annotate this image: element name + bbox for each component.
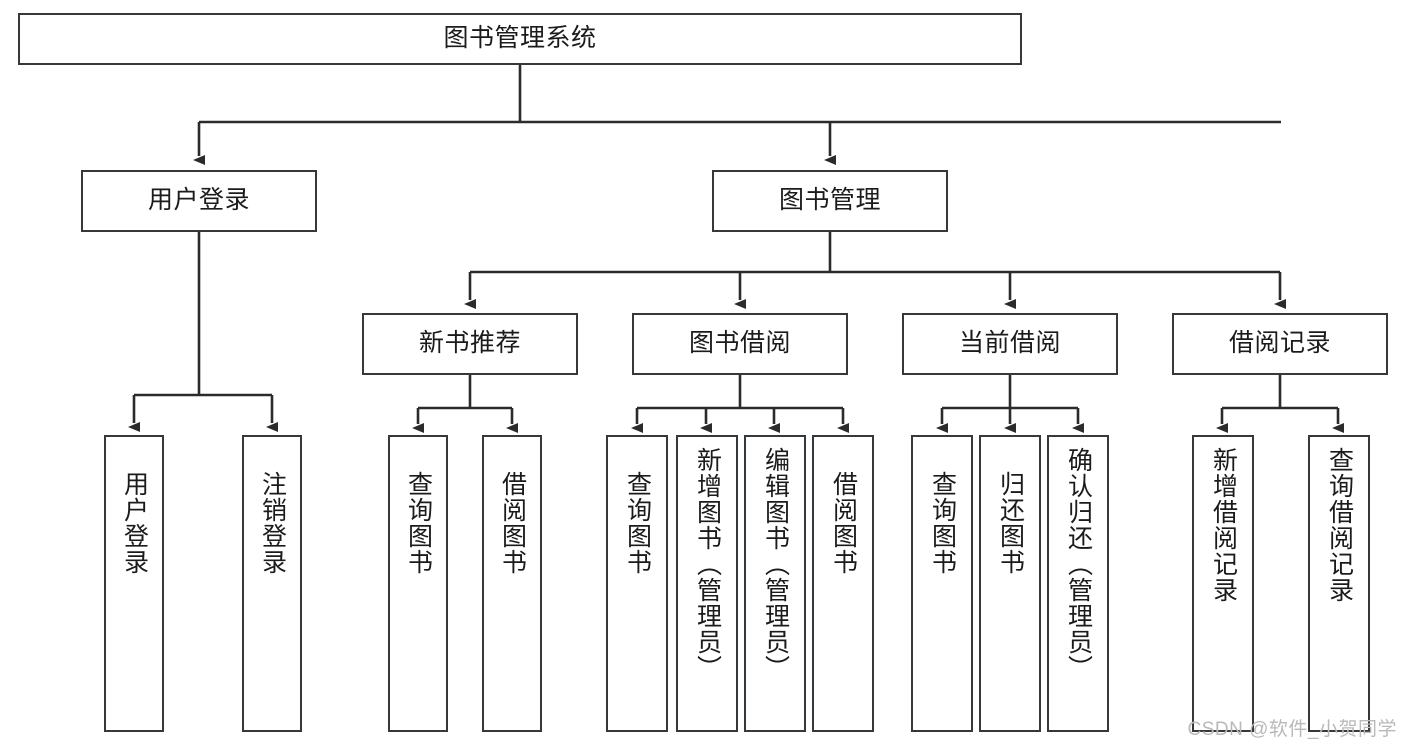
leaf-query-books-2-label: 查询图书: [623, 471, 652, 575]
leaf-query-borrow-record-label: 查询借阅记录: [1325, 447, 1354, 603]
leaf-confirm-return-admin[interactable]: 确认归还（管理员）: [1047, 435, 1109, 732]
leaf-edit-book-admin[interactable]: 编辑图书（管理员）: [744, 435, 806, 732]
leaf-logout-login[interactable]: 注销登录: [242, 435, 302, 732]
node-new-book-recommend-label: 新书推荐: [418, 329, 521, 358]
leaf-add-book-admin[interactable]: 新增图书（管理员）: [676, 435, 738, 732]
node-borrow-record[interactable]: 借阅记录: [1172, 313, 1388, 375]
node-book-borrow-label: 图书借阅: [688, 329, 791, 358]
leaf-add-borrow-record[interactable]: 新增借阅记录: [1192, 435, 1254, 732]
node-book-borrow[interactable]: 图书借阅: [632, 313, 848, 375]
leaf-borrow-books-1-label: 借阅图书: [498, 471, 527, 575]
node-borrow-record-label: 借阅记录: [1228, 329, 1331, 358]
leaf-query-books-1[interactable]: 查询图书: [388, 435, 448, 732]
leaf-confirm-return-admin-label: 确认归还（管理员）: [1064, 447, 1093, 681]
leaf-borrow-books-1[interactable]: 借阅图书: [482, 435, 542, 732]
leaf-user-login[interactable]: 用户登录: [104, 435, 164, 732]
node-user-login[interactable]: 用户登录: [81, 170, 317, 232]
leaf-query-books-3[interactable]: 查询图书: [911, 435, 973, 732]
leaf-logout-login-label: 注销登录: [258, 471, 287, 575]
leaf-query-borrow-record[interactable]: 查询借阅记录: [1308, 435, 1370, 732]
node-book-management[interactable]: 图书管理: [712, 170, 948, 232]
leaf-user-login-label: 用户登录: [120, 471, 149, 575]
leaf-borrow-books-2-label: 借阅图书: [829, 471, 858, 575]
node-current-borrow[interactable]: 当前借阅: [902, 313, 1118, 375]
leaf-borrow-books-2[interactable]: 借阅图书: [812, 435, 874, 732]
node-new-book-recommend[interactable]: 新书推荐: [362, 313, 578, 375]
leaf-return-books[interactable]: 归还图书: [979, 435, 1041, 732]
leaf-add-book-admin-label: 新增图书（管理员）: [693, 447, 722, 681]
node-user-login-label: 用户登录: [147, 186, 250, 215]
node-current-borrow-label: 当前借阅: [958, 329, 1061, 358]
leaf-edit-book-admin-label: 编辑图书（管理员）: [761, 447, 790, 681]
watermark-label: CSDN @软件_小贺同学: [1187, 719, 1397, 740]
leaf-query-books-1-label: 查询图书: [404, 471, 433, 575]
leaf-return-books-label: 归还图书: [996, 471, 1025, 575]
node-root[interactable]: 图书管理系统: [18, 13, 1022, 65]
node-root-label: 图书管理系统: [443, 24, 597, 53]
leaf-add-borrow-record-label: 新增借阅记录: [1209, 447, 1238, 603]
leaf-query-books-3-label: 查询图书: [928, 471, 957, 575]
leaf-query-books-2[interactable]: 查询图书: [606, 435, 668, 732]
node-book-management-label: 图书管理: [778, 186, 881, 215]
